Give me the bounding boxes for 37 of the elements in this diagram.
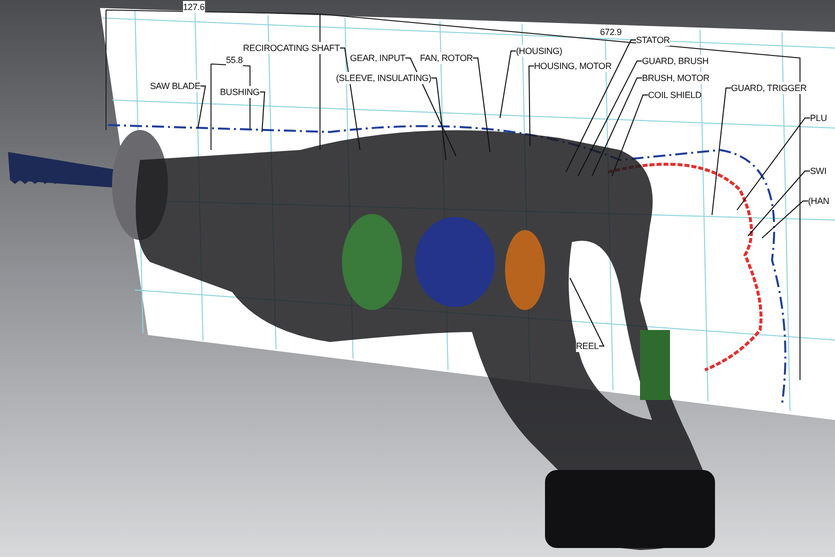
part-label: (SLEEVE, INSULATING) (336, 72, 432, 84)
leader-line (339, 48, 360, 150)
dimension-label: 672.9 (600, 26, 622, 38)
leader-line (736, 118, 810, 210)
part-label: GEAR, INPUT (350, 52, 406, 64)
part-label: COIL SHIELD (648, 89, 702, 101)
leader-line (762, 200, 808, 238)
leader-line (198, 86, 206, 128)
leader-line (712, 88, 732, 216)
part-label: FAN, ROTOR (420, 52, 473, 64)
part-label: GUARD, BRUSH (642, 55, 709, 67)
leader-line (404, 58, 456, 156)
leader-line (472, 58, 490, 152)
dimension-label: 127.6 (183, 1, 205, 13)
part-label: BUSHING (220, 86, 260, 98)
part-label: SWI (810, 165, 826, 177)
part-label: RECIROCATING SHAFT (243, 42, 340, 54)
part-label: HOUSING, MOTOR (534, 60, 612, 72)
leader-line (748, 170, 810, 236)
dimension-label: 55.8 (226, 54, 243, 66)
leader-line (566, 40, 636, 172)
part-label: (HAN (808, 195, 830, 207)
leader-line (578, 60, 642, 176)
leader-line (259, 92, 266, 132)
part-label: STATOR (636, 34, 670, 46)
part-label: (HOUSING) (516, 45, 562, 57)
part-label: REEL (576, 340, 599, 352)
leader-line (528, 66, 534, 146)
leader-line (430, 78, 446, 160)
leader-line (592, 78, 642, 176)
leader-line (570, 278, 605, 346)
part-label: GUARD, TRIGGER (731, 82, 807, 94)
part-label: BRUSH, MOTOR (642, 72, 710, 84)
part-label: SAW BLADE (150, 80, 200, 92)
leader-line (500, 50, 516, 118)
leader-line (612, 94, 648, 176)
part-label: PLU (810, 112, 827, 124)
